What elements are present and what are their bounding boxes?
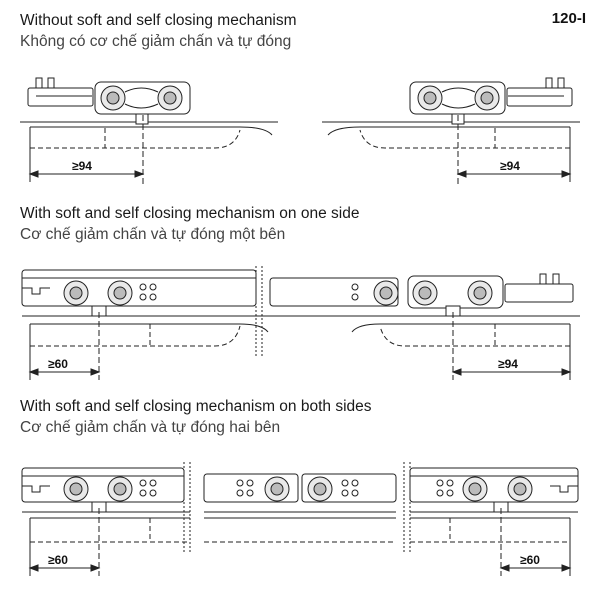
section-3-diagram: ≥60 ≥60 (21, 462, 579, 576)
dim-left-label: ≥60 (48, 553, 68, 567)
door-panel-right (351, 323, 570, 333)
closer-profile-left (21, 269, 257, 307)
section-3-title-vi: Cơ chế giảm chấn và tự đóng hai bên (20, 419, 281, 436)
section-1-title-vi: Không có cơ chế giảm chấn và tự đóng (20, 33, 292, 50)
end-stop-right (504, 283, 574, 303)
end-stop-left (27, 87, 94, 107)
door-panel-left (30, 126, 273, 136)
dim-right-label: ≥94 (498, 357, 518, 371)
closer-middle-left (203, 473, 299, 503)
dim-left-label: ≥60 (48, 357, 68, 371)
closer-profile-left (21, 467, 185, 503)
section-2-diagram: ≥60 ≥94 (21, 266, 580, 380)
section-1-title-en: Without soft and self closing mechanism (20, 12, 297, 29)
section-3-title-en: With soft and self closing mechanism on … (20, 398, 372, 415)
end-stop-right (506, 87, 573, 107)
dim-right-label: ≥94 (500, 159, 520, 173)
dim-left-label: ≥94 (72, 159, 92, 173)
closer-middle-right (301, 473, 397, 503)
door-panel-left (30, 323, 269, 333)
section-1-diagram: ≥94 ≥94 (20, 77, 580, 185)
model-code: 120-I (551, 10, 586, 27)
closer-profile-right (409, 467, 579, 503)
door-panel-right (327, 126, 570, 136)
section-2-title-en: With soft and self closing mechanism on … (20, 205, 360, 222)
section-2-title-vi: Cơ chế giảm chấn và tự đóng một bên (20, 226, 286, 243)
dim-right-label: ≥60 (520, 553, 540, 567)
